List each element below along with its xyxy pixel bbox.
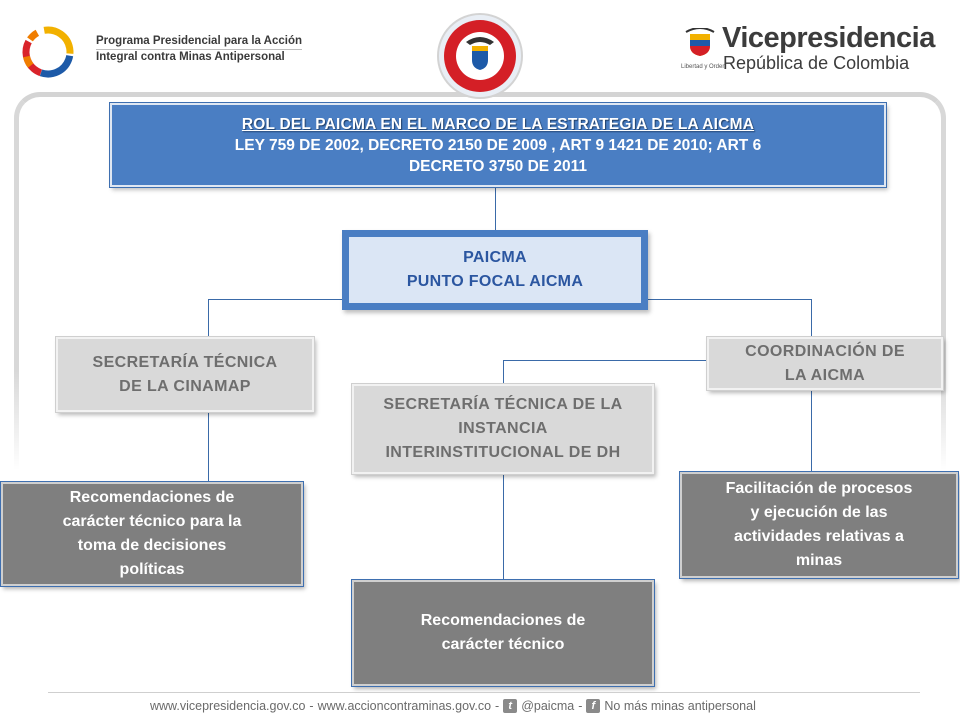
role-legal-basis-line2: DECRETO 3750 DE 2011: [408, 157, 588, 175]
vicepresidencia-subtitle: República de Colombia: [723, 53, 910, 73]
role-legal-basis-line1: LEY 759 DE 2002, DECRETO 2150 DE 2009 , …: [234, 136, 762, 154]
facil-line3: actividades relativas a: [734, 528, 904, 545]
connector-instancia-to-rec: [503, 474, 504, 580]
cinamap-secretariat-box: SECRETARÍA TÉCNICA DE LA CINAMAP: [56, 337, 314, 412]
paicma-label: PAICMA: [463, 249, 527, 266]
footer-link-accioncontraminas[interactable]: www.accioncontraminas.gov.co: [317, 699, 492, 713]
facil-line4: minas: [795, 552, 843, 569]
program-title-line2: Integral contra Minas Antipersonal: [96, 49, 303, 65]
connector-instancia-drop: [503, 360, 504, 384]
aicma-coordination-box: COORDINACIÓN DE LA AICMA: [707, 337, 943, 390]
footer-separator: -: [578, 699, 583, 713]
facebook-icon[interactable]: f: [586, 699, 601, 713]
coordination-line1: COORDINACIÓN DE: [745, 342, 905, 360]
rec-left-line3: toma de decisiones: [77, 537, 227, 554]
vicepresidencia-title: Vicepresidencia: [722, 22, 935, 54]
instancia-line3: INTERINSTITUCIONAL DE DH: [385, 444, 621, 461]
footer: www.vicepresidencia.gov.co - www.accionc…: [150, 696, 760, 716]
footer-separator: -: [495, 699, 500, 713]
rec-left-line4: políticas: [119, 561, 185, 578]
role-title-box: ROL DEL PAICMA EN EL MARCO DE LA ESTRATE…: [110, 103, 886, 187]
footer-separator: -: [309, 699, 314, 713]
cinamap-line1: SECRETARÍA TÉCNICA: [92, 353, 278, 371]
twitter-icon[interactable]: t: [503, 699, 518, 713]
footer-rule: [48, 692, 920, 693]
colombia-shield-icon: [685, 28, 715, 56]
instancia-line2: INSTANCIA: [458, 420, 548, 437]
rec-center-line2: carácter técnico: [441, 636, 565, 653]
paicma-logo: [22, 26, 74, 78]
program-title-line1: Programa Presidencial para la Acción: [96, 35, 303, 47]
footer-link-vicepresidencia[interactable]: www.vicepresidencia.gov.co: [150, 699, 306, 713]
connector-coord-to-facil: [811, 390, 812, 472]
policy-recommendations-box: Recomendaciones de carácter técnico para…: [1, 482, 303, 586]
dh-instance-secretariat-box: SECRETARÍA TÉCNICA DE LA INSTANCIA INTER…: [352, 384, 654, 474]
technical-recommendations-box: Recomendaciones de carácter técnico: [352, 580, 654, 686]
rec-center-line1: Recomendaciones de: [420, 612, 586, 629]
instancia-line1: SECRETARÍA TÉCNICA DE LA: [383, 396, 623, 413]
footer-facebook-page[interactable]: No más minas antipersonal: [604, 699, 756, 713]
vp-shield-caption: Libertad y Orden: [681, 64, 726, 70]
connector-to-cinamap: [208, 299, 209, 337]
connector-coord-to-instancia: [503, 360, 707, 361]
facil-line2: y ejecución de las: [750, 504, 888, 521]
republic-seal-icon: [437, 13, 523, 99]
connector-to-coordination: [811, 299, 812, 337]
paicma-focal-box: PAICMA PUNTO FOCAL AICMA: [342, 230, 648, 310]
connector-cinamap-to-rec: [208, 412, 209, 482]
rec-left-line1: Recomendaciones de: [69, 489, 235, 506]
coordination-line2: LA AICMA: [784, 366, 866, 384]
process-facilitation-box: Facilitación de procesos y ejecución de …: [680, 472, 958, 578]
footer-twitter-handle[interactable]: @paicma: [521, 699, 575, 713]
connector-top-focal: [495, 187, 496, 230]
rec-left-line2: carácter técnico para la: [62, 513, 242, 530]
role-title: ROL DEL PAICMA EN EL MARCO DE LA ESTRATE…: [241, 115, 755, 133]
program-title: Programa Presidencial para la Acción Int…: [96, 34, 303, 65]
focal-point-label: PUNTO FOCAL AICMA: [406, 273, 584, 290]
facil-line1: Facilitación de procesos: [725, 480, 913, 497]
cinamap-line2: DE LA CINAMAP: [119, 377, 251, 395]
